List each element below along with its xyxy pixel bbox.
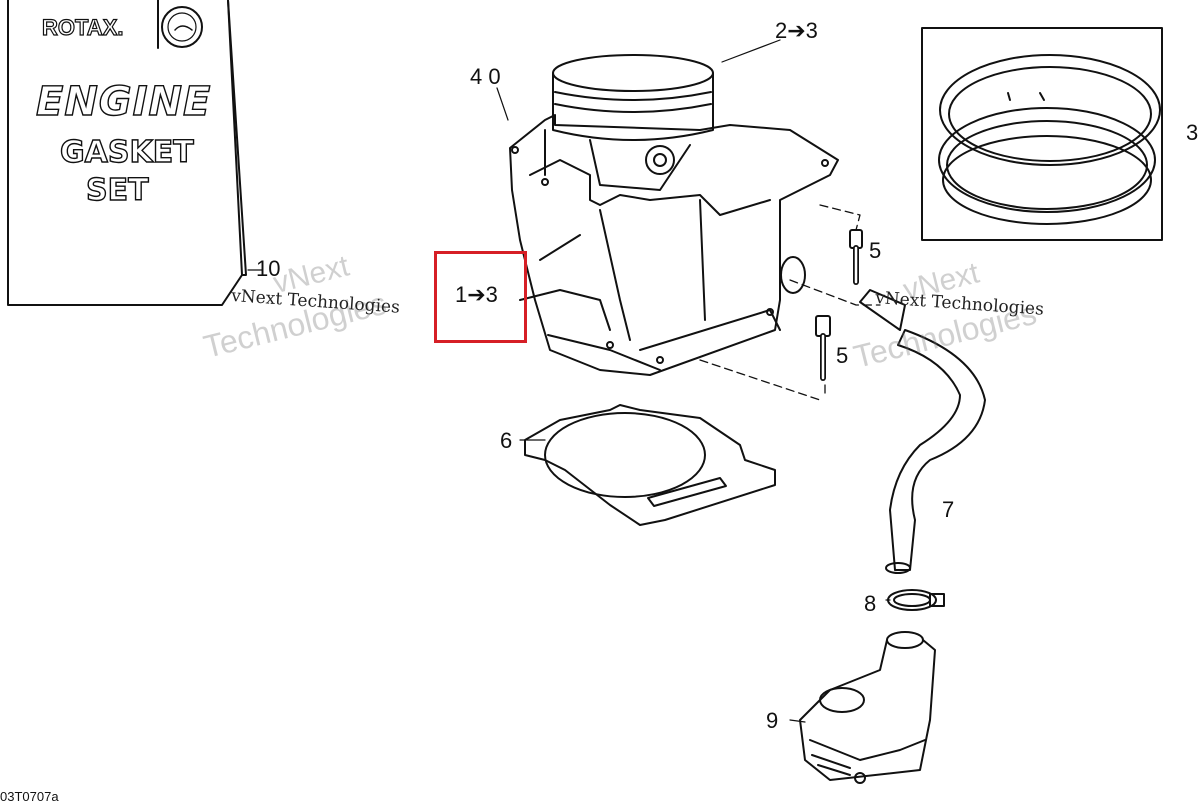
base-gasket	[524, 404, 776, 526]
callout-40: 4 0	[470, 64, 501, 89]
water-elbow	[799, 631, 936, 784]
callout-3: 3	[1186, 120, 1199, 145]
gasket-kit-box	[7, 0, 247, 306]
coolant-hose	[859, 289, 986, 574]
callout-5-upper: 5	[869, 238, 882, 263]
callout-9: 9	[766, 708, 779, 733]
callout-6: 6	[500, 428, 513, 453]
callout-5-lower: 5	[836, 343, 849, 368]
assembly-lines	[699, 204, 881, 401]
figure-id: 03T0707a	[0, 789, 59, 804]
brand-logo-text: ROTAX.	[41, 14, 124, 40]
cylinder	[509, 114, 839, 376]
leader-lines	[247, 39, 891, 723]
piston	[552, 54, 714, 191]
piston-ring-set	[921, 27, 1163, 241]
kit-title-engine: ENGINE	[35, 79, 212, 125]
callout-1-to-3: 1➔3	[455, 282, 498, 307]
hose-clamp	[887, 589, 945, 611]
kit-title-set: SET	[85, 173, 149, 208]
callout-2-to-3: 2➔3	[775, 18, 818, 43]
callout-7: 7	[942, 497, 955, 522]
highlight-box	[434, 251, 527, 343]
callout-10: 10	[256, 256, 281, 281]
kit-title-gasket: GASKET	[59, 135, 194, 170]
callout-8: 8	[864, 591, 877, 616]
